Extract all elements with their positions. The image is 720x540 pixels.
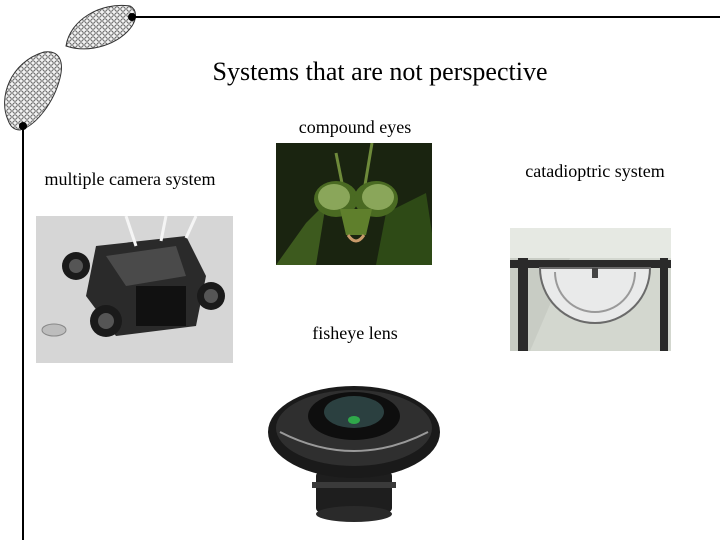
- compound-eye-icon: [65, 4, 136, 50]
- label-catadioptric: catadioptric system: [525, 161, 665, 181]
- fisheye-lens-photo: [264, 372, 444, 536]
- rule-dot: [128, 13, 136, 21]
- left-rule: [22, 124, 24, 540]
- multiple-camera-photo: [36, 216, 233, 363]
- catadioptric-photo: [510, 228, 671, 351]
- top-rule: [132, 16, 720, 18]
- label-fisheye: fisheye lens: [312, 323, 398, 343]
- rule-dot: [19, 122, 27, 130]
- compound-eyes-photo: [276, 143, 432, 265]
- page-title: Systems that are not perspective: [212, 57, 548, 86]
- compound-eye-icon: [4, 51, 62, 131]
- label-compound-eyes: compound eyes: [298, 117, 412, 137]
- label-multiple-camera: multiple camera system: [44, 169, 216, 189]
